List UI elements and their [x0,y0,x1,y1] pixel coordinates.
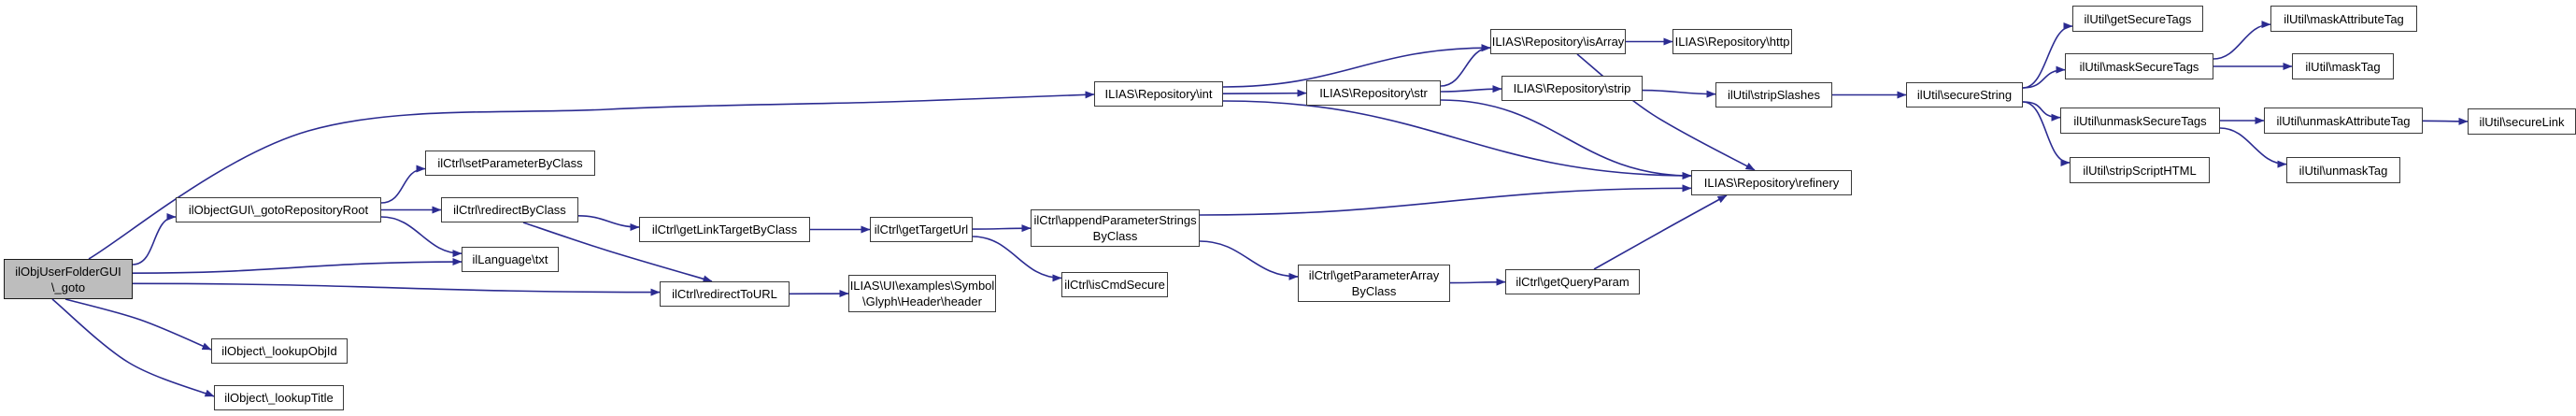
graph-node-maskSecureTags[interactable]: ilUtil\maskSecureTags [2065,53,2213,79]
edge-getTargetUrl-to-isCmdSecure [972,236,1062,282]
graph-node-unmaskTag[interactable]: ilUtil\unmaskTag [2286,157,2400,183]
graph-node-isCmdSecure[interactable]: ilCtrl\isCmdSecure [1061,272,1168,297]
edge-goto-to-txt [132,258,463,274]
graph-node-redirectByClass[interactable]: ilCtrl\redirectByClass [441,197,578,222]
graph-node-refinery[interactable]: ILIAS\Repository\refinery [1691,170,1852,195]
edge-int-to-isArray [1222,44,1491,88]
graph-node-setParameterByClass[interactable]: ilCtrl\setParameterByClass [425,151,595,176]
graph-node-unmaskSecureTags[interactable]: ilUtil\unmaskSecureTags [2060,108,2220,134]
edge-secureString-to-getSecureTags [2022,22,2073,89]
edge-int-to-refinery [1222,100,1692,179]
graph-node-getQueryParam[interactable]: ilCtrl\getQueryParam [1505,269,1640,294]
edge-strip-to-stripSlashes [1642,89,1716,98]
edge-getQueryParam-to-refinery [1593,194,1728,270]
graph-node-int[interactable]: ILIAS\Repository\int [1094,81,1223,107]
graph-node-stripSlashes[interactable]: ilUtil\stripSlashes [1715,82,1832,108]
graph-node-lookupObjId[interactable]: ilObject\_lookupObjId [211,338,348,364]
graph-node-redirectToURL[interactable]: ilCtrl\redirectToURL [660,281,790,307]
graph-node-appendParameterStringsByClass[interactable]: ilCtrl\appendParameterStrings ByClass [1031,209,1200,247]
edge-appendParameterStringsByClass-to-getParameterArrayByClass [1199,240,1299,280]
edge-goto-to-lookupTitle [51,298,215,397]
edge-unmaskAttributeTag-to-secureLink [2422,117,2469,125]
edge-goto-to-redirectToURL [132,282,661,296]
graph-node-lookupTitle[interactable]: ilObject\_lookupTitle [214,385,344,410]
graph-node-http[interactable]: ILIAS\Repository\http [1672,29,1792,54]
edge-goto-to-int [88,91,1095,260]
graph-node-getLinkTargetByClass[interactable]: ilCtrl\getLinkTargetByClass [639,217,810,242]
edge-redirectByClass-to-redirectToURL [522,222,713,283]
graph-node-maskTag[interactable]: ilUtil\maskTag [2292,53,2394,79]
graph-node-strip[interactable]: ILIAS\Repository\strip [1501,76,1643,101]
edge-maskSecureTags-to-maskAttributeTag [2213,21,2271,60]
edge-redirectByClass-to-getLinkTargetByClass [577,215,640,231]
edge-gotoRepositoryRoot-to-txt [380,216,463,258]
edge-getParameterArrayByClass-to-getQueryParam [1449,278,1506,286]
edge-goto-to-lookupObjId [64,298,212,351]
graph-node-getParameterArrayByClass[interactable]: ilCtrl\getParameterArray ByClass [1298,265,1450,302]
graph-node-txt[interactable]: ilLanguage\txt [462,247,559,272]
graph-node-getSecureTags[interactable]: ilUtil\getSecureTags [2072,6,2203,32]
graph-node-stripScriptHTML[interactable]: ilUtil\stripScriptHTML [2070,157,2210,183]
graph-node-header[interactable]: ILIAS\UI\examples\Symbol \Glyph\Header\h… [848,275,996,312]
edge-str-to-refinery [1440,99,1692,179]
edge-goto-to-gotoRepositoryRoot [132,213,177,265]
edge-secureString-to-maskSecureTags [2022,65,2066,89]
graph-node-secureString[interactable]: ilUtil\secureString [1906,82,2023,108]
edge-str-to-strip [1440,85,1502,93]
graph-node-str[interactable]: ILIAS\Repository\str [1306,80,1441,106]
edge-int-to-str [1222,89,1307,97]
edge-isArray-to-refinery [1576,53,1756,171]
graph-node-gotoRepositoryRoot[interactable]: ilObjectGUI\_gotoRepositoryRoot [176,197,381,222]
edge-secureString-to-unmaskSecureTags [2022,101,2061,122]
graph-node-maskAttributeTag[interactable]: ilUtil\maskAttributeTag [2270,6,2417,32]
edge-getTargetUrl-to-appendParameterStringsByClass [972,224,1032,233]
edge-appendParameterStringsByClass-to-refinery [1199,184,1692,216]
graph-node-goto: ilObjUserFolderGUI \_goto [4,259,133,299]
graph-node-unmaskAttributeTag[interactable]: ilUtil\unmaskAttributeTag [2264,108,2423,134]
edge-str-to-isArray [1440,44,1491,87]
graph-node-isArray[interactable]: ILIAS\Repository\isArray [1490,29,1626,54]
edge-unmaskSecureTags-to-unmaskTag [2219,127,2287,168]
graph-node-secureLink[interactable]: ilUtil\secureLink [2468,108,2576,135]
edge-gotoRepositoryRoot-to-setParameterByClass [380,165,426,204]
graph-node-getTargetUrl[interactable]: ilCtrl\getTargetUrl [870,217,973,242]
edge-secureString-to-stripScriptHTML [2022,101,2071,166]
